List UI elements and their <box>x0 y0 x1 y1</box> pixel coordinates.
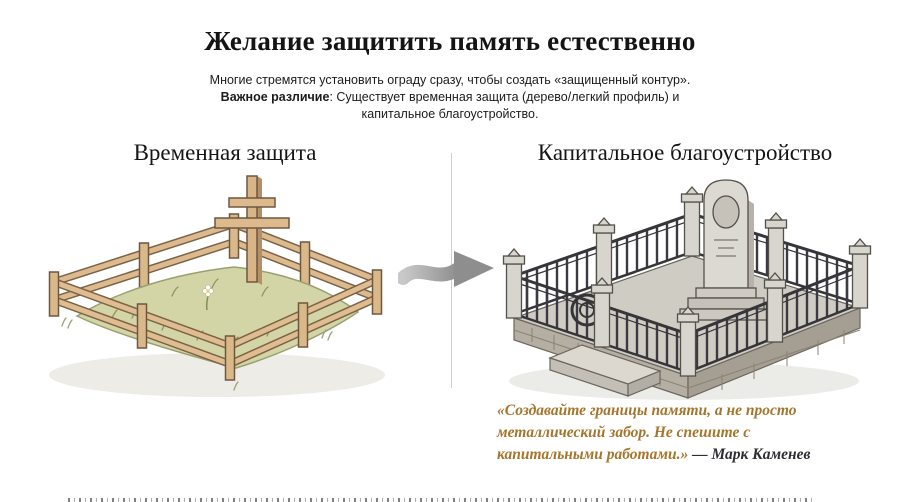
page-title: Желание защитить память естественно <box>204 26 696 56</box>
right-section-heading: Капитальное благоустройство <box>537 140 833 165</box>
quote-text: «Создавайте границы памяти, а не просто … <box>497 402 797 463</box>
intro-line2: : Существует временная защита (дерево/ле… <box>329 90 680 104</box>
transition-arrow-icon <box>398 251 494 287</box>
intro-line1: Многие стремятся установить ограду сразу… <box>209 73 691 87</box>
intro-line3: капитальное благоустройство. <box>361 107 539 121</box>
ground-shadow <box>49 353 385 397</box>
portrait-oval <box>712 195 740 229</box>
grass-mound <box>75 266 360 369</box>
ground-grass <box>61 317 333 391</box>
fence-posts-front <box>48 269 383 381</box>
intro-text: Многие стремятся установить ограду сразу… <box>150 72 750 123</box>
quote: «Создавайте границы памяти, а не просто … <box>497 400 837 466</box>
temporary-grave-illustration <box>48 175 385 397</box>
left-section-heading: Временная защита <box>133 140 317 165</box>
step-slab <box>548 344 662 397</box>
cut-off-text-line <box>68 498 813 502</box>
headstone-monument <box>679 179 773 321</box>
permanent-memorial-illustration <box>502 179 872 400</box>
stone-pillars-back <box>592 186 788 288</box>
engraved-text-lines <box>714 239 738 257</box>
stone-pillars-front <box>502 238 872 377</box>
intro-bold: Важное различие <box>220 90 330 104</box>
flower-icon <box>202 284 214 311</box>
quote-author: — Марк Каменев <box>692 446 811 463</box>
orthodox-cross-icon <box>214 175 290 285</box>
